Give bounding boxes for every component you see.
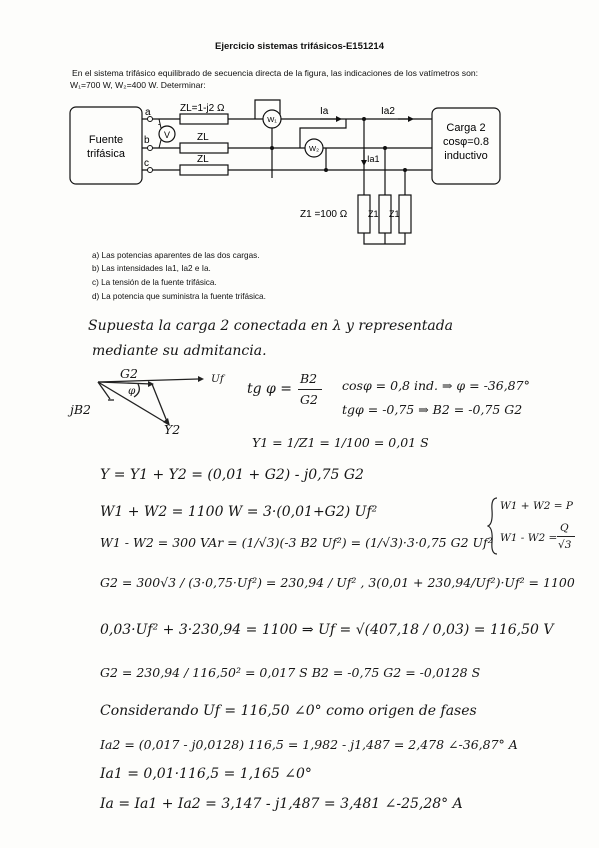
load2-label-2: cosφ=0.8	[443, 136, 489, 148]
hw-ia2-line: Ia2 = (0,017 - j0,0128) 116,5 = 1,982 - …	[100, 737, 518, 752]
phasor-jb2: jB2	[70, 402, 92, 417]
hw-g2-line: G2 = 300√3 / (3·0,75·Uf²) = 230,94 / Uf²…	[100, 575, 575, 590]
source-box	[69, 106, 143, 185]
question-a: a) Las potencias aparentes de las dos ca…	[92, 251, 260, 260]
circuit-diagram: Fuente trifásica a b c V ZL=1-j2 Ω ZL ZL…	[69, 99, 501, 245]
hw-ia1-line: Ia1 = 0,01·116,5 = 1,165 ∠0°	[100, 766, 312, 782]
ia-label: Ia	[320, 106, 329, 117]
voltmeter-icon	[158, 125, 176, 143]
hw-cos-line: cosφ = 0,8 ind. ⇒ φ = -36,87°	[342, 378, 530, 393]
page-title: Ejercicio sistemas trifásicos-E151214	[215, 41, 384, 52]
hw-w-diff: W1 - W2 = 300 VAr = (1/√3)(-3 B2 Uf²) = …	[100, 535, 493, 550]
side-note-1: W1 + W2 = P	[500, 500, 573, 512]
tg-den: G2	[300, 392, 318, 407]
wattmeter-1-icon	[262, 109, 282, 129]
brace-icon	[487, 497, 498, 555]
tg-num: B2	[300, 371, 318, 386]
hw-origin: Considerando Uf = 116,50 ∠0° como origen…	[100, 703, 477, 719]
tg-lhs: tg φ =	[247, 381, 293, 397]
phasor-vf: Uf	[211, 373, 224, 385]
source-label-1: Fuente	[89, 134, 123, 146]
question-b: b) Las intensidades Ia1, Ia2 e Ia.	[92, 264, 211, 273]
side-note-2-den: √3	[558, 539, 572, 551]
hw-uf-line: 0,03·Uf² + 3·230,94 = 1100 ⇒ Uf = √(407,…	[100, 622, 554, 638]
source-label-2: trifásica	[87, 148, 126, 160]
question-c: c) La tensión de la fuente trifásica.	[92, 278, 217, 287]
phase-b: b	[144, 135, 150, 146]
z1-a-label: Z1	[368, 209, 379, 219]
zl-top-label: ZL=1-j2 Ω	[180, 103, 225, 114]
zl-top-impedance	[179, 113, 229, 125]
hw-tg-line: tgφ = -0,75 ⇒ B2 = -0,75 G2	[342, 402, 523, 417]
hw-ia-line: Ia = Ia1 + Ia2 = 3,147 - j1,487 = 3,481 …	[100, 796, 463, 812]
phase-a: a	[145, 107, 151, 118]
intro-line-2: W₁=700 W, W₂=400 W. Determinar:	[70, 80, 206, 90]
phasor-diagram	[97, 376, 204, 426]
z1-label: Z1 =100 Ω	[300, 209, 348, 220]
hw-line-2: mediante su admitancia.	[92, 343, 267, 359]
hw-g2-val: G2 = 230,94 / 116,50² = 0,017 S B2 = -0,…	[100, 665, 481, 680]
zl-mid-label: ZL	[197, 132, 209, 143]
zl-bot-impedance	[179, 164, 229, 176]
load2-label-1: Carga 2	[446, 122, 485, 134]
phase-c: c	[144, 158, 149, 169]
wattmeter-2-icon	[304, 138, 324, 158]
intro-line-1: En el sistema trifásico equilibrado de s…	[72, 68, 479, 78]
hw-y-line: Y = Y1 + Y2 = (0,01 + G2) - j0,75 G2	[100, 467, 364, 483]
voltmeter-label: V	[164, 130, 170, 140]
side-note-2-num: Q	[560, 522, 569, 534]
ia1-label: Ia1	[367, 154, 380, 164]
phasor-g2: G2	[120, 366, 138, 381]
load2-box	[431, 107, 501, 185]
hw-y1-line: Y1 = 1/Z1 = 1/100 = 0,01 S	[252, 435, 429, 450]
hw-line-1: Supuesta la carga 2 conectada en λ y rep…	[88, 318, 454, 334]
question-d: d) La potencia que suministra la fuente …	[92, 292, 266, 301]
phasor-y2: Y2	[164, 422, 181, 437]
z1-b-label: Z1	[389, 209, 400, 219]
phasor-phi: φ	[128, 385, 136, 397]
zl-bot-label: ZL	[197, 154, 209, 165]
ia2-label: Ia2	[381, 106, 395, 117]
zl-mid-impedance	[179, 142, 229, 154]
z1-load-c	[398, 194, 412, 234]
load2-label-3: inductivo	[444, 150, 487, 162]
wattmeter-1-label: W₁	[267, 115, 277, 124]
side-note-2: W1 - W2 =	[500, 532, 558, 544]
wattmeter-2-label: W₂	[309, 144, 319, 153]
hw-w-sum: W1 + W2 = 1100 W = 3·(0,01+G2) Uf²	[100, 504, 378, 520]
